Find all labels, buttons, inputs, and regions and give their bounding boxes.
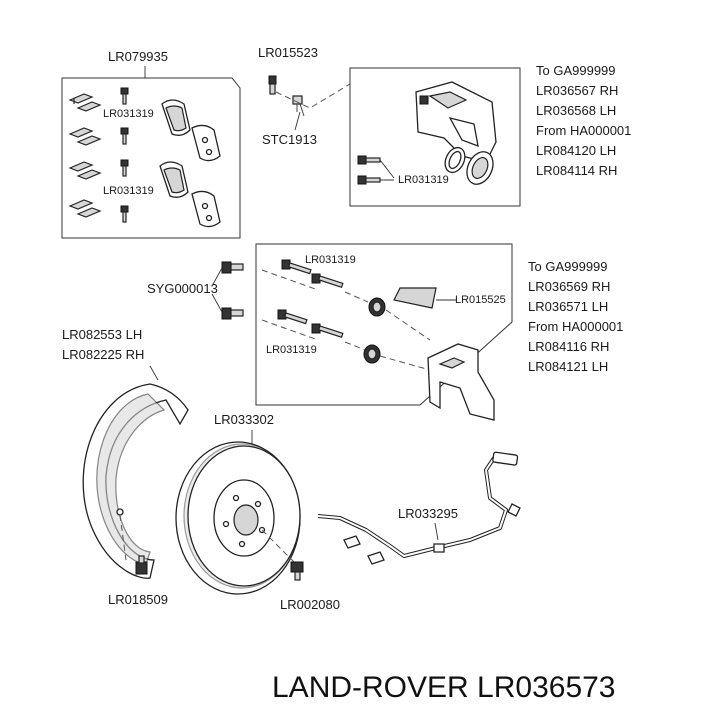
pad-clip-set — [68, 93, 102, 218]
label-disc-screw: LR002080 — [280, 597, 340, 612]
label-bleed-cap: STC1913 — [262, 132, 317, 147]
bleed-screw-icon — [268, 75, 277, 95]
bolt-icon — [120, 127, 129, 145]
carrier-group: LR031319 LR031319 LR015525 — [255, 243, 623, 421]
bolt-icon — [311, 323, 344, 338]
shield-dash-line — [119, 514, 127, 561]
caliper-note-line: LR036567 RH — [536, 83, 618, 98]
brake-pad-icon — [191, 190, 221, 228]
caliper-note-line: LR084120 LH — [536, 143, 616, 158]
brake-pad-icon — [161, 99, 191, 136]
leader-bleed-cap — [294, 111, 301, 131]
pad-kit-group: LR079935 — [61, 49, 241, 239]
page-title: LAND-ROVER LR036573 — [272, 671, 616, 704]
seal-ring-icon — [444, 146, 466, 174]
caliper-group: LR031319 To GA999999 LR036567 RH LR03656… — [349, 63, 631, 207]
caliper-note-line: From HA000001 — [536, 123, 631, 138]
bolt-icon — [221, 261, 244, 274]
label-carrier-bolt-b: LR031319 — [266, 344, 317, 356]
label-pad-kit: LR079935 — [108, 49, 168, 64]
label-shield-1: LR082553 LH — [62, 327, 142, 342]
label-carrier-bolt-a: LR031319 — [305, 254, 356, 266]
label-guide-kit: LR015525 — [455, 294, 506, 306]
label-disc: LR033302 — [214, 412, 274, 427]
label-sensor: LR033295 — [398, 506, 458, 521]
shield-screw-icon — [135, 555, 148, 575]
bolt-icon — [221, 307, 244, 320]
bolt-icon — [277, 309, 308, 325]
bolt-icon — [120, 159, 129, 177]
brake-disc-group: LR033302 LR002080 — [175, 412, 340, 612]
label-pad-bolt-bottom: LR031319 — [103, 185, 154, 197]
mount-bolt-group: SYG000013 — [147, 261, 244, 320]
bleed-dash-line — [275, 83, 351, 109]
bleed-screw-group: LR015523 STC1913 — [258, 45, 351, 147]
pad-kit-frame — [61, 77, 241, 239]
guide-bolt-icon-group — [277, 259, 344, 338]
caliper-note-line: To GA999999 — [536, 63, 616, 78]
leader-shield — [149, 365, 159, 381]
bleed-cap-icon — [292, 95, 305, 117]
caliper-bolt-icon-group — [357, 155, 395, 185]
bolt-icon — [120, 87, 129, 105]
dust-boot-icon — [368, 297, 386, 317]
carrier-note-line: LR084121 LH — [528, 359, 608, 374]
bolt-icon — [281, 259, 312, 275]
carrier-note-line: To GA999999 — [528, 259, 608, 274]
piston-icon — [466, 151, 494, 185]
disc-dash-line — [261, 529, 297, 565]
dust-shield-group: LR082553 LH LR082225 RH LR018509 — [62, 327, 189, 607]
label-bleed-screw: LR015523 — [258, 45, 318, 60]
bolt-icon — [311, 273, 344, 288]
bolt-icon — [120, 205, 129, 223]
caliper-frame — [349, 67, 521, 207]
disc-screw-icon — [290, 561, 304, 581]
bolt-icon — [357, 155, 381, 165]
carrier-note-line: LR036569 RH — [528, 279, 610, 294]
label-shield-2: LR082225 RH — [62, 347, 144, 362]
carrier-bracket-icon — [427, 343, 495, 421]
bolt-icon — [357, 175, 381, 185]
caliper-note-line: LR084114 RH — [536, 163, 617, 178]
caliper-notes: To GA999999 LR036567 RH LR036568 LH From… — [536, 63, 631, 178]
label-mount-bolt: SYG000013 — [147, 281, 218, 296]
carrier-note-line: LR036571 LH — [528, 299, 608, 314]
pad-bolt-icon-group — [120, 87, 129, 223]
wear-sensor-icon — [317, 451, 521, 565]
carrier-notes: To GA999999 LR036569 RH LR036571 LH From… — [528, 259, 623, 374]
carrier-note-line: From HA000001 — [528, 319, 623, 334]
carrier-note-line: LR084116 RH — [528, 339, 609, 354]
caliper-note-line: LR036568 LH — [536, 103, 616, 118]
guide-pin-kit-icon — [393, 287, 456, 309]
brake-pad-icon — [191, 124, 221, 162]
leader-sensor — [434, 522, 439, 541]
carrier-dash-lines — [261, 269, 431, 371]
label-caliper-bolt: LR031319 — [398, 174, 449, 186]
wear-sensor-group: LR033295 — [317, 451, 521, 565]
dust-shield-icon — [82, 383, 189, 579]
brake-disc-icon — [175, 441, 301, 595]
label-pad-bolt-top: LR031319 — [103, 108, 154, 120]
dust-boot-icon — [363, 344, 381, 364]
brake-pad-icon — [159, 161, 189, 198]
label-shield-screw: LR018509 — [108, 592, 168, 607]
